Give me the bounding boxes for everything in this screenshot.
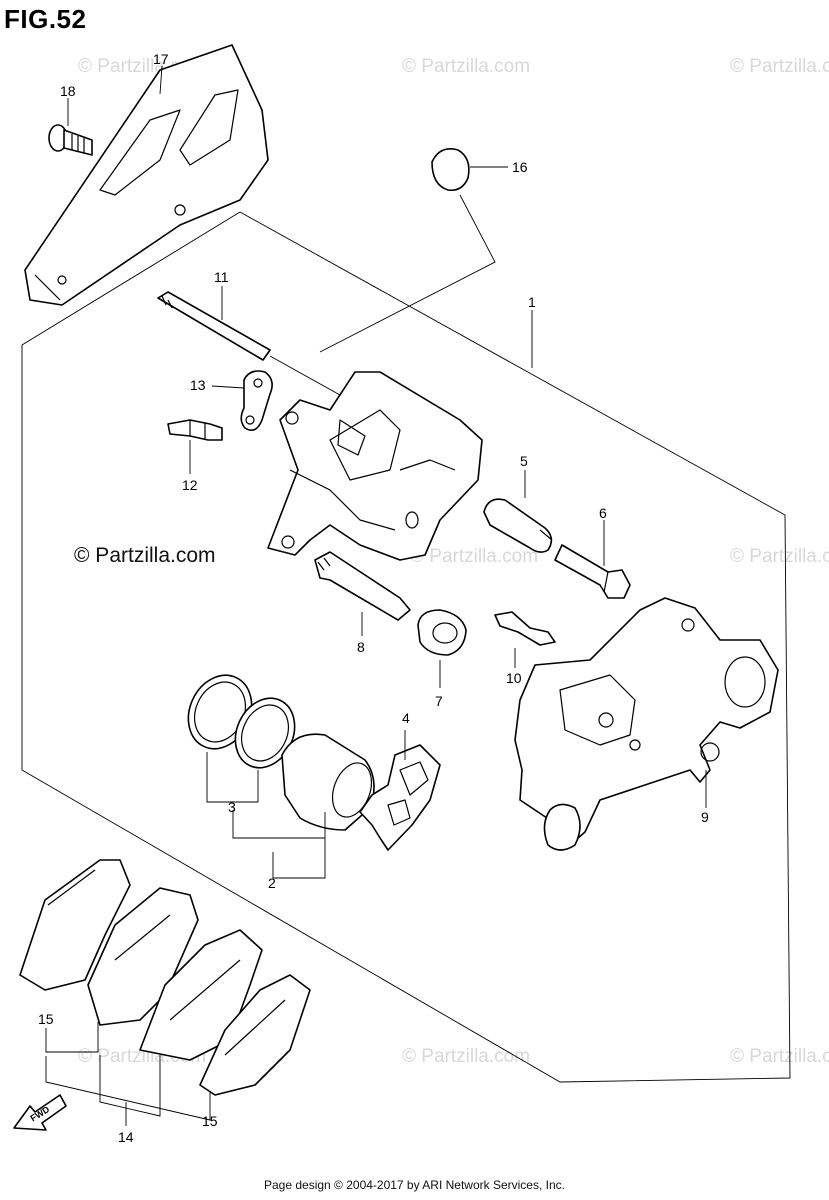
part-5-bolt	[483, 498, 553, 553]
part-6-bolt	[554, 544, 631, 599]
watermarks: © Partzilla.com © Partzilla.com © Partzi…	[78, 56, 829, 1067]
callout-7: 7	[435, 693, 443, 709]
callout-5: 5	[520, 453, 528, 469]
callout-12: 12	[182, 477, 198, 493]
callout-17: 17	[153, 51, 169, 67]
part-12-bleeder	[167, 419, 223, 441]
part-7-nut	[417, 609, 467, 656]
watermark-text: © Partzilla.com	[730, 56, 829, 77]
footer-copyright: Page design © 2004-2017 by ARI Network S…	[263, 1178, 565, 1192]
watermark-text: © Partzilla.com	[402, 1046, 530, 1067]
part-3-seals	[187, 674, 296, 769]
callout-3: 3	[228, 799, 236, 815]
callout-15: 15	[38, 1011, 54, 1027]
part-8-pin	[314, 551, 411, 621]
callout-4: 4	[402, 710, 410, 726]
watermark-text: © Partzilla.com	[730, 546, 829, 567]
callout-6: 6	[599, 505, 607, 521]
part-18-bolt	[48, 124, 93, 156]
part-14-pad-rear	[87, 887, 199, 1026]
leader-line	[269, 355, 341, 396]
leader-line	[319, 194, 496, 353]
callout-18: 18	[60, 83, 76, 99]
callout-10: 10	[506, 670, 522, 686]
callout-8: 8	[357, 639, 365, 655]
part-15-shim-rear	[19, 859, 131, 991]
part-16-cap	[431, 148, 470, 192]
callout-9: 9	[701, 809, 709, 825]
part-10-spring	[494, 611, 556, 646]
callout-15: 15	[202, 1113, 218, 1129]
leader-lines	[45, 65, 707, 1126]
watermark-text: © Partzilla.com	[410, 546, 538, 567]
part-17-guard	[24, 44, 269, 306]
part-2-piston	[281, 733, 375, 831]
callout-11: 11	[214, 269, 229, 285]
callout-2: 2	[268, 875, 276, 891]
part-4-pad-spring	[359, 744, 441, 851]
callout-16: 16	[512, 159, 528, 175]
callout-labels: 1 2 3 4 5 6 7 8 9 10 11 12 13 14 15 15 1…	[38, 51, 709, 1145]
callout-13: 13	[190, 377, 206, 393]
part-13-clip	[240, 370, 273, 431]
part-11-pin	[157, 291, 271, 361]
watermark-text: © Partzilla.com	[402, 56, 530, 77]
part-9-bracket	[514, 597, 779, 851]
part-1-caliper	[267, 371, 483, 561]
callout-14: 14	[118, 1129, 134, 1145]
callout-1: 1	[528, 294, 536, 310]
fwd-arrow-icon: FWD	[13, 1094, 67, 1131]
watermark-text: © Partzilla.com	[730, 1046, 829, 1067]
brand-label: © Partzilla.com	[74, 544, 216, 567]
assembly-boundary	[21, 211, 791, 1083]
part-15-shim-front	[199, 974, 311, 1096]
figure-title: FIG.52	[4, 4, 87, 34]
